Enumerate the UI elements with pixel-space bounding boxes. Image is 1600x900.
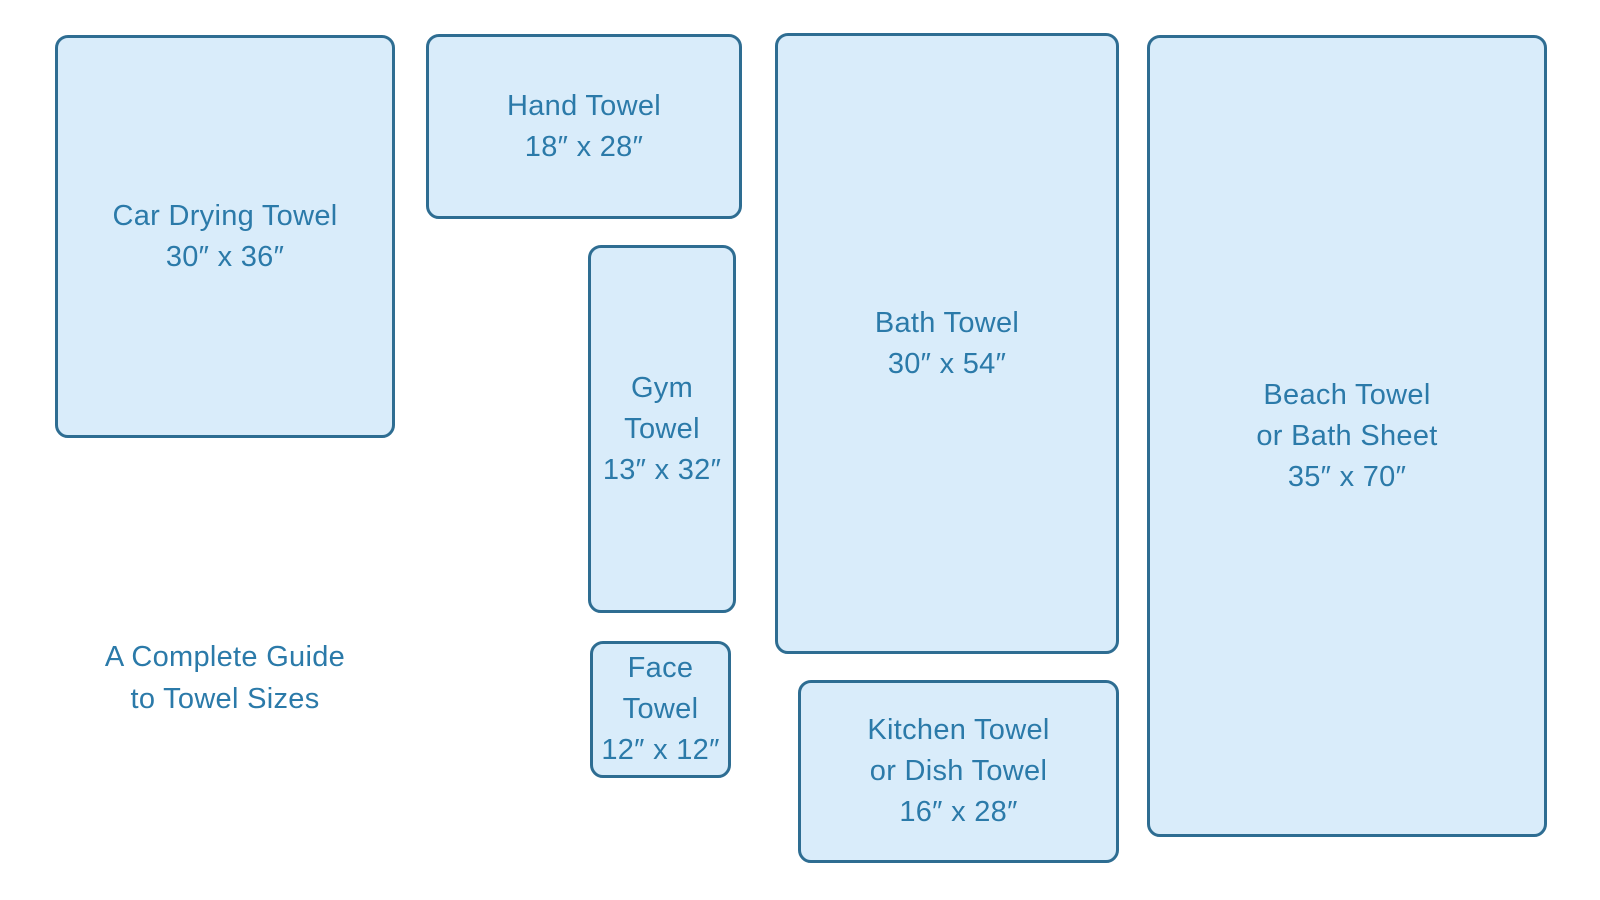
towel-size: 30″ x 54″ bbox=[887, 347, 1007, 380]
towel-label: Kitchen Towel or Dish Towel 16″ x 28″ bbox=[867, 710, 1049, 833]
towel-name: Towel bbox=[622, 693, 699, 725]
towel-box-gym: Gym Towel 13″ x 32″ bbox=[588, 245, 736, 613]
towel-box-kitchen: Kitchen Towel or Dish Towel 16″ x 28″ bbox=[798, 680, 1119, 863]
towel-box-face: Face Towel 12″ x 12″ bbox=[590, 641, 731, 778]
towel-label: Car Drying Towel 30″ x 36″ bbox=[112, 196, 337, 278]
towel-name: Face bbox=[627, 652, 694, 684]
towel-size: 13″ x 32″ bbox=[602, 453, 722, 486]
towel-box-bath: Bath Towel 30″ x 54″ bbox=[775, 33, 1119, 654]
towel-size: 35″ x 70″ bbox=[1287, 460, 1407, 493]
towel-name: Bath Towel bbox=[874, 306, 1020, 339]
towel-box-car-drying: Car Drying Towel 30″ x 36″ bbox=[55, 35, 395, 438]
towel-label: Beach Towel or Bath Sheet 35″ x 70″ bbox=[1256, 375, 1437, 498]
page-title-line: A Complete Guide bbox=[104, 641, 346, 673]
page-title-line: to Towel Sizes bbox=[130, 683, 320, 715]
towel-box-beach: Beach Towel or Bath Sheet 35″ x 70″ bbox=[1147, 35, 1547, 837]
towel-name: Kitchen Towel bbox=[867, 714, 1050, 746]
towel-size: 18″ x 28″ bbox=[524, 130, 644, 163]
towel-label: Hand Towel 18″ x 28″ bbox=[507, 86, 661, 168]
towel-name: Gym bbox=[630, 371, 694, 404]
towel-name: Car Drying Towel bbox=[112, 199, 338, 232]
towel-name: or Dish Towel bbox=[869, 755, 1048, 787]
towel-label: Gym Towel 13″ x 32″ bbox=[603, 368, 721, 491]
towel-size: 16″ x 28″ bbox=[899, 796, 1018, 828]
towel-box-hand: Hand Towel 18″ x 28″ bbox=[426, 34, 742, 219]
towel-size: 12″ x 12″ bbox=[601, 734, 720, 766]
towel-label: Face Towel 12″ x 12″ bbox=[601, 648, 719, 771]
towel-size: 30″ x 36″ bbox=[165, 240, 285, 273]
towel-name: Towel bbox=[624, 412, 700, 445]
towel-name: Hand Towel bbox=[506, 89, 661, 122]
towel-label: Bath Towel 30″ x 54″ bbox=[875, 303, 1019, 385]
towel-name: Beach Towel bbox=[1263, 378, 1431, 411]
towel-name: or Bath Sheet bbox=[1256, 419, 1438, 452]
page-title: A Complete Guide to Towel Sizes bbox=[55, 636, 395, 720]
